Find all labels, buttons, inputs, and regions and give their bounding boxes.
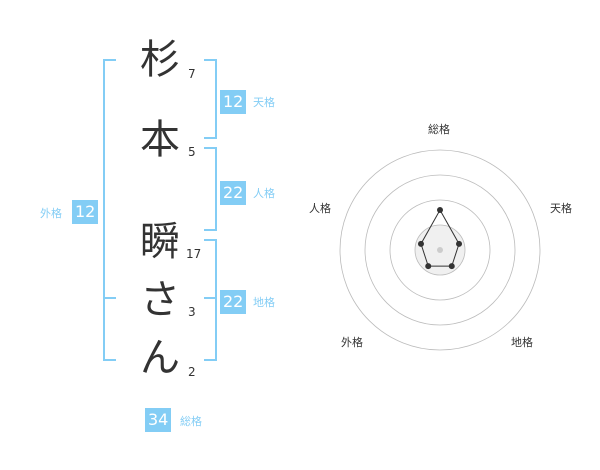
radar-ring-2 [389, 199, 491, 301]
gaikaku-badge: 12 [72, 200, 99, 224]
radar-point-2 [456, 240, 463, 247]
radar-chart [339, 149, 541, 351]
jinkaku-badge: 22 [220, 181, 247, 205]
stroke-count-4: 3 [188, 305, 196, 319]
gaikaku-bracket [103, 59, 116, 361]
radar-ring-3 [364, 174, 516, 326]
stroke-count-2: 5 [188, 145, 196, 159]
radar-center-dot [437, 247, 443, 253]
name-char-3: 瞬 [140, 219, 180, 265]
name-char-5: ん [140, 335, 180, 381]
name-char-2: 本 [140, 117, 180, 163]
radar-axis-label-4: 外格 [341, 336, 363, 349]
soukaku-label: 総格 [180, 415, 202, 428]
name-char-4: さ [140, 277, 180, 323]
radar-point-3 [448, 263, 455, 270]
chikaku-bracket [204, 239, 217, 361]
tenkaku-badge: 12 [220, 90, 247, 114]
radar-axis-label-2: 天格 [550, 202, 572, 215]
radar-axis-label-3: 地格 [511, 336, 533, 349]
radar-score-polygon [420, 208, 460, 267]
stroke-count-1: 7 [188, 67, 196, 81]
radar-point-5 [417, 240, 424, 247]
name-char-1: 杉 [140, 37, 180, 83]
stroke-count-3: 17 [186, 247, 202, 261]
soukaku-badge: 34 [145, 408, 172, 432]
radar-point-1 [437, 207, 443, 213]
radar-axis-label-1: 総格 [428, 123, 450, 136]
stroke-count-5: 2 [188, 365, 196, 379]
radar-point-4 [425, 263, 432, 270]
radar-ring-4 [339, 149, 541, 351]
tenkaku-label: 天格 [253, 96, 275, 109]
radar-ring-1 [414, 224, 466, 276]
tenkaku-bracket [204, 59, 217, 139]
gaikaku-label: 外格 [40, 207, 62, 220]
chikaku-label: 地格 [253, 296, 275, 309]
chikaku-badge: 22 [220, 290, 247, 314]
radar-axis-label-5: 人格 [309, 202, 331, 215]
jinkaku-label: 人格 [253, 187, 275, 200]
jinkaku-bracket [204, 147, 217, 231]
